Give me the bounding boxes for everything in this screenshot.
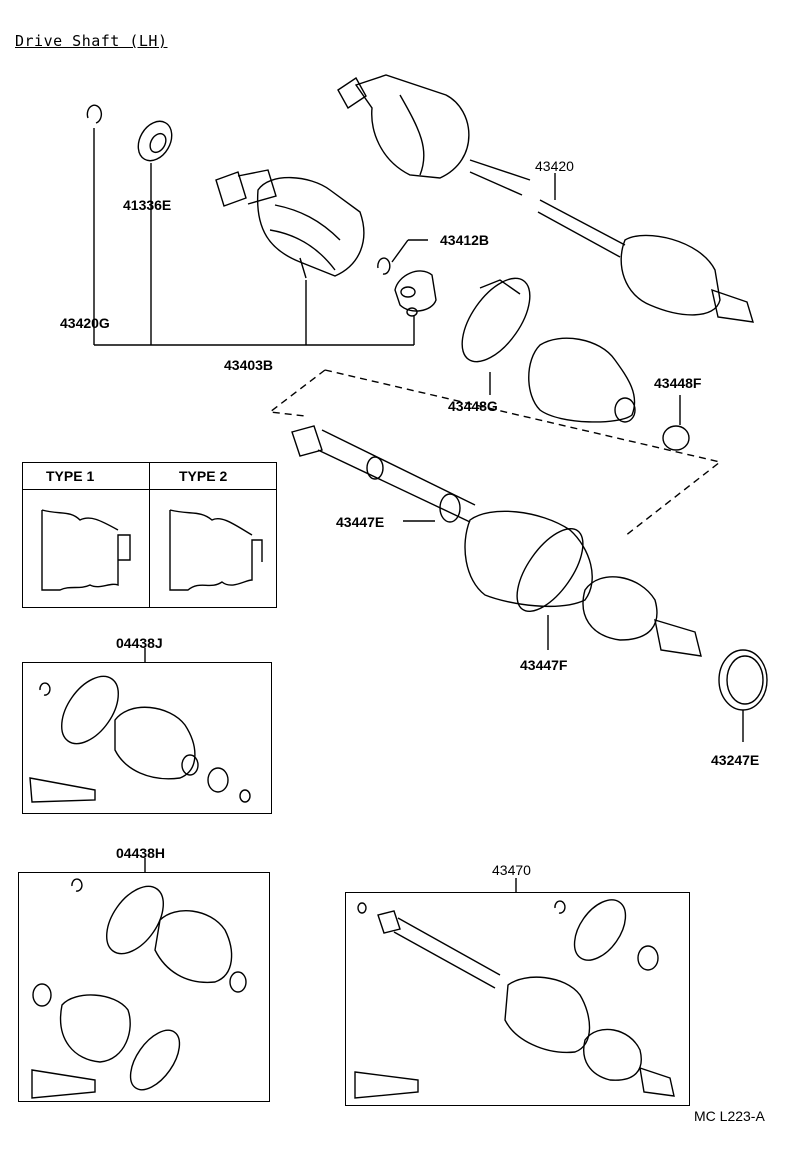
part-label-04438J: 04438J <box>116 635 163 651</box>
diagram-title: Drive Shaft (LH) <box>15 32 168 50</box>
type2-boot <box>169 509 263 591</box>
inboard-joint-43403B <box>215 169 365 279</box>
kit-04438H-contents <box>31 858 247 1099</box>
tripod-joint <box>394 270 437 317</box>
part-label-41336E: 41336E <box>123 197 172 213</box>
clamp-43448F <box>662 395 690 451</box>
part-label-43403B: 43403B <box>224 357 274 373</box>
part-label-43447F: 43447F <box>520 657 568 673</box>
type2-label: TYPE 2 <box>179 468 228 484</box>
drive-shaft-43420 <box>337 74 754 323</box>
part-label-43420G: 43420G <box>60 315 110 331</box>
kit-43470-contents <box>354 878 675 1099</box>
kit-box-43470 <box>345 892 690 1106</box>
boot-type-box: TYPE 1 TYPE 2 <box>22 462 277 608</box>
part-label-43420: 43420 <box>535 158 574 174</box>
type1-label: TYPE 1 <box>46 468 95 484</box>
part-label-04438H: 04438H <box>116 845 166 861</box>
boot-43447 <box>528 337 636 423</box>
type1-boot <box>41 509 131 591</box>
seal-41336E <box>137 120 173 162</box>
main-shaft-assembly <box>291 425 702 657</box>
part-label-43247E: 43247E <box>711 752 760 768</box>
part-label-43448F: 43448F <box>654 375 702 391</box>
seal-43247E <box>718 649 768 742</box>
kit-04438J-contents <box>29 648 251 803</box>
type-divider <box>149 463 150 607</box>
kit-box-04438J <box>22 662 272 814</box>
boot-band-43448G <box>461 277 531 395</box>
part-label-43448G: 43448G <box>448 398 498 414</box>
footer-code: MC L223-A <box>694 1108 765 1124</box>
part-label-43447E: 43447E <box>336 514 385 530</box>
part-label-43470: 43470 <box>492 862 531 878</box>
kit-box-04438H <box>18 872 270 1102</box>
part-label-43412B: 43412B <box>440 232 490 248</box>
snap-ring-43420G <box>86 104 103 124</box>
